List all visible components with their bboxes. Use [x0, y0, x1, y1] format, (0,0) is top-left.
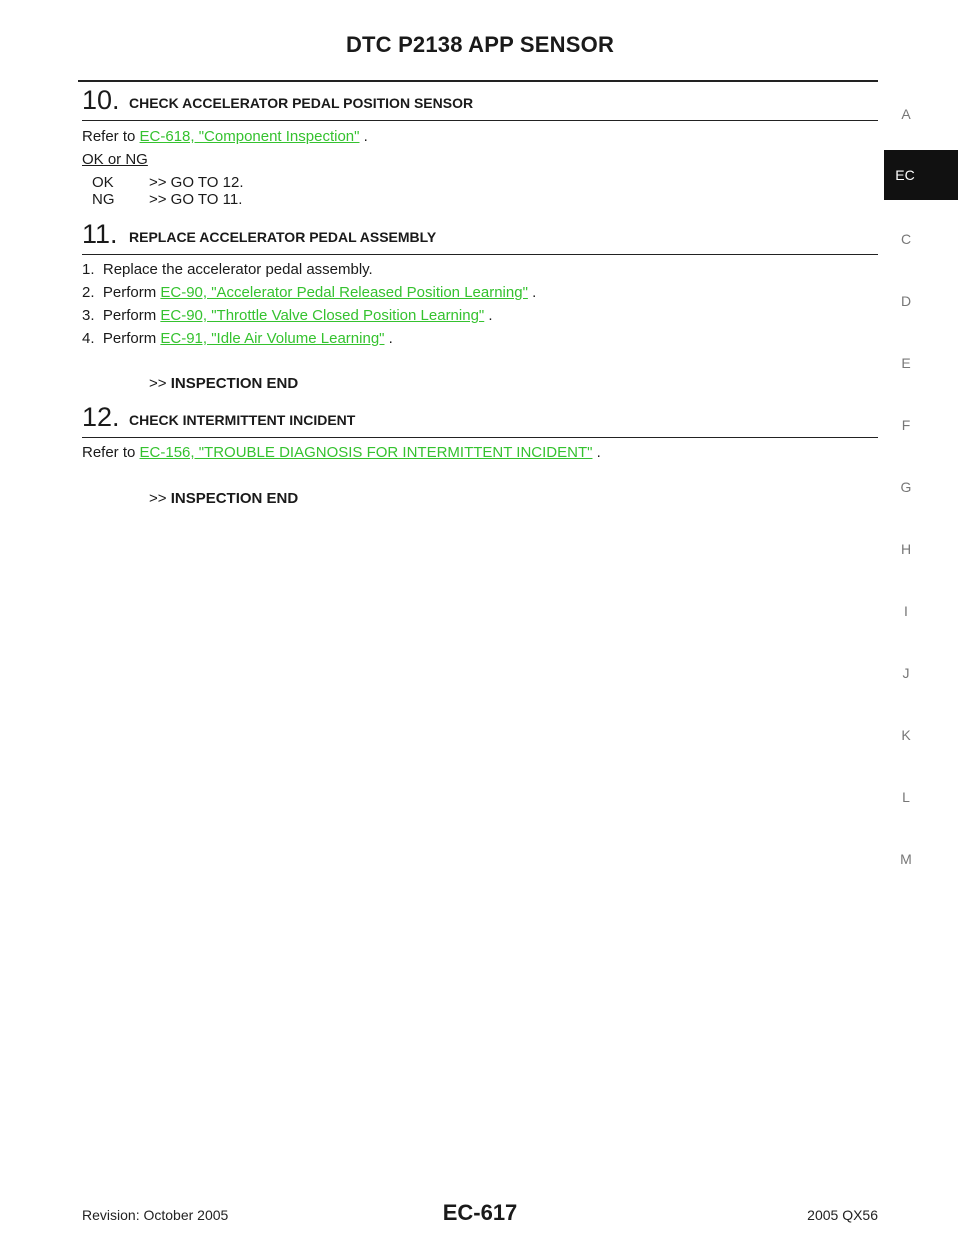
step-11-item-4: 4. Perform EC-91, "Idle Air Volume Learn…: [82, 330, 393, 347]
section-index: A EC C D E F G H I J K L M: [884, 0, 960, 1242]
step-11-number: 11.: [82, 219, 118, 249]
active-section-label: EC: [895, 167, 915, 183]
step-11-item-2: 2. Perform EC-90, "Accelerator Pedal Rel…: [82, 284, 536, 301]
result-ng-action: >> GO TO 11.: [149, 191, 243, 208]
intermittent-incident-link[interactable]: EC-156, "TROUBLE DIAGNOSIS FOR INTERMITT…: [139, 444, 593, 461]
step-11-item-1: 1. Replace the accelerator pedal assembl…: [82, 261, 373, 278]
result-ok-key: OK: [92, 174, 114, 191]
item-number: 1.: [82, 261, 95, 278]
end-text: INSPECTION END: [170, 375, 299, 392]
step-12-reference: Refer to EC-156, "TROUBLE DIAGNOSIS FOR …: [82, 444, 601, 461]
item-text: Perform: [102, 330, 157, 347]
page-number: EC-617: [442, 1200, 518, 1225]
step-11-end: >> INSPECTION END: [149, 375, 298, 392]
step-10-number: 10.: [82, 85, 120, 115]
refer-prefix: Refer to: [82, 444, 136, 461]
idle-air-volume-learning-link[interactable]: EC-91, "Idle Air Volume Learning": [160, 330, 385, 347]
step-10-header: 10. CHECK ACCELERATOR PEDAL POSITION SEN…: [82, 84, 878, 121]
end-arrow: >>: [149, 375, 167, 392]
component-inspection-link[interactable]: EC-618, "Component Inspection": [139, 128, 360, 145]
item-text: Replace the accelerator pedal assembly.: [102, 261, 373, 278]
item-suffix: .: [532, 284, 537, 301]
ok-ng-label: OK or NG: [82, 151, 148, 168]
item-number: 3.: [82, 307, 95, 324]
ok-ng-text: OK or NG: [82, 151, 148, 168]
section-index-ec-active[interactable]: EC: [884, 150, 958, 200]
step-11-item-3: 3. Perform EC-90, "Throttle Valve Closed…: [82, 307, 493, 324]
refer-suffix: .: [363, 128, 368, 145]
refer-prefix: Refer to: [82, 128, 136, 145]
result-ok-action: >> GO TO 12.: [149, 174, 244, 191]
result-ng-key: NG: [92, 191, 115, 208]
step-12-end: >> INSPECTION END: [149, 490, 298, 507]
step-10-reference: Refer to EC-618, "Component Inspection" …: [82, 128, 368, 145]
item-text: Perform: [102, 307, 157, 324]
step-11-header: 11. REPLACE ACCELERATOR PEDAL ASSEMBLY: [82, 218, 878, 255]
section-index-f[interactable]: F: [901, 417, 911, 433]
refer-suffix: .: [596, 444, 601, 461]
section-index-e[interactable]: E: [901, 355, 911, 371]
revision-date: Revision: October 2005: [82, 1207, 229, 1223]
pedal-released-learning-link[interactable]: EC-90, "Accelerator Pedal Released Posit…: [160, 284, 528, 301]
section-index-d[interactable]: D: [900, 293, 912, 309]
result-ng-row: NG >> GO TO 11.: [92, 191, 242, 208]
section-index-c[interactable]: C: [900, 231, 912, 247]
title-divider: [78, 80, 878, 82]
result-ok-row: OK >> GO TO 12.: [92, 174, 244, 191]
section-index-a[interactable]: A: [901, 106, 911, 122]
step-12-header: 12. CHECK INTERMITTENT INCIDENT: [82, 401, 878, 438]
section-index-i[interactable]: I: [904, 603, 908, 619]
throttle-closed-learning-link[interactable]: EC-90, "Throttle Valve Closed Position L…: [160, 307, 485, 324]
step-11-title: REPLACE ACCELERATOR PEDAL ASSEMBLY: [129, 229, 437, 245]
step-12-number: 12.: [82, 402, 120, 432]
end-text: INSPECTION END: [170, 490, 299, 507]
section-index-h[interactable]: H: [900, 541, 912, 557]
item-suffix: .: [488, 307, 493, 324]
vehicle-model: 2005 QX56: [807, 1207, 878, 1223]
end-arrow: >>: [149, 490, 167, 507]
step-12-title: CHECK INTERMITTENT INCIDENT: [129, 412, 356, 428]
section-index-j[interactable]: J: [902, 665, 910, 681]
page-title: DTC P2138 APP SENSOR: [345, 32, 615, 57]
item-number: 4.: [82, 330, 95, 347]
item-number: 2.: [82, 284, 95, 301]
step-10-title: CHECK ACCELERATOR PEDAL POSITION SENSOR: [129, 95, 474, 111]
section-index-k[interactable]: K: [901, 727, 911, 743]
section-index-g[interactable]: G: [900, 479, 912, 495]
section-index-l[interactable]: L: [902, 789, 910, 805]
item-text: Perform: [102, 284, 157, 301]
item-suffix: .: [388, 330, 393, 347]
section-index-m[interactable]: M: [900, 851, 912, 867]
